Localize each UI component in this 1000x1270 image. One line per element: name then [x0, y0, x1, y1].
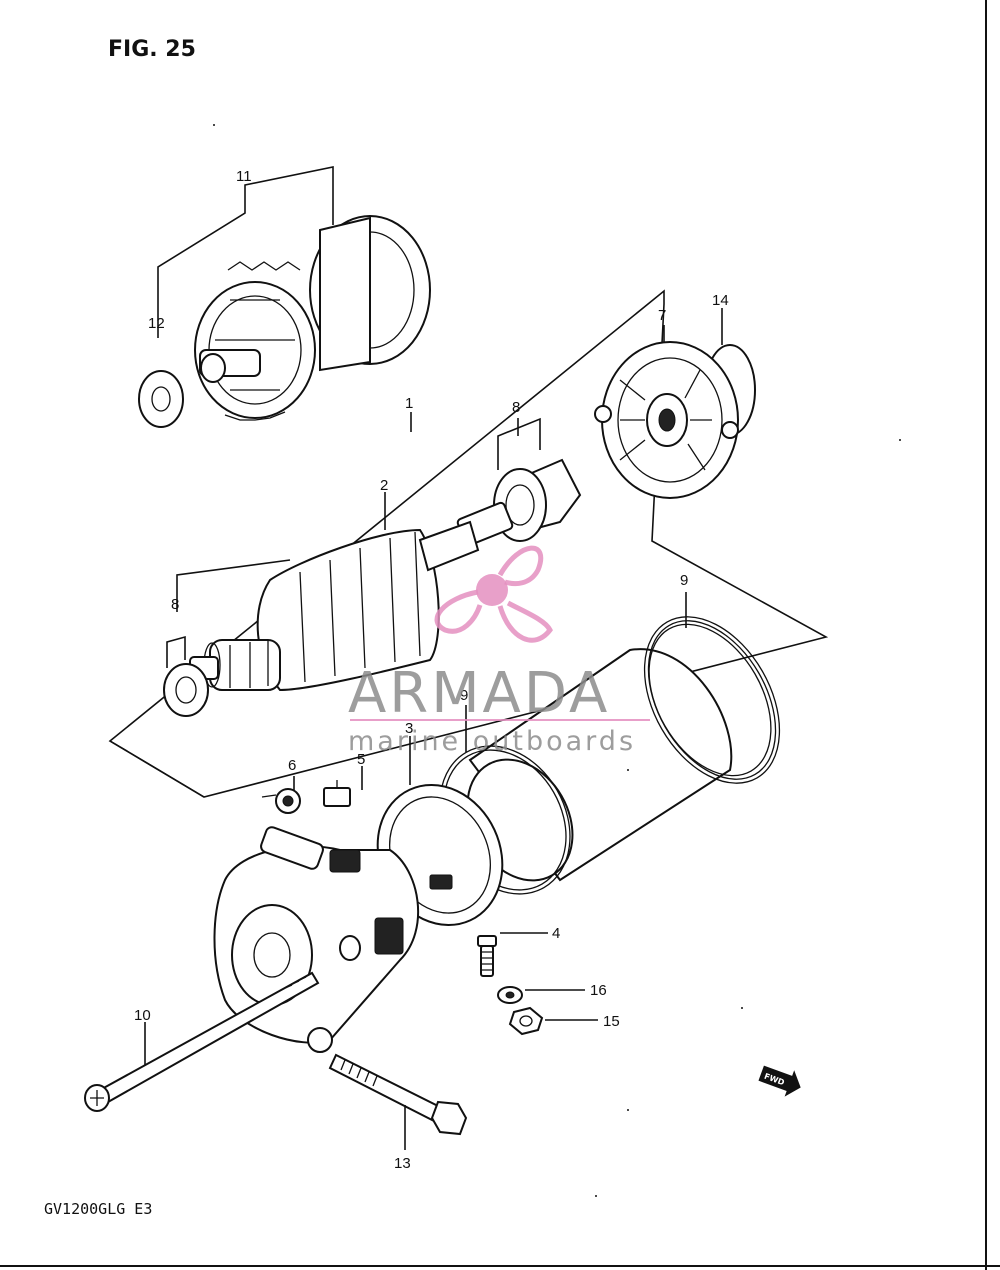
- figure-title: FIG. 25: [108, 37, 196, 62]
- callout-8-upper: 8: [512, 399, 520, 416]
- scan-dot: [899, 439, 901, 441]
- part-rear-housing: [213, 826, 420, 1053]
- watermark-brand: ARMADA: [348, 661, 610, 726]
- scan-dot: [627, 1109, 629, 1111]
- propeller-logo-icon: [434, 545, 553, 643]
- callout-13: 13: [394, 1155, 411, 1172]
- callout-15: 15: [603, 1013, 620, 1030]
- envelope-edge: [109, 740, 205, 798]
- part-2-armature: [189, 520, 480, 692]
- callout-10: 10: [134, 1007, 151, 1024]
- part-5-brush: [323, 780, 351, 807]
- scan-dot: [741, 1007, 743, 1009]
- part-yoke-housing: [466, 623, 772, 882]
- watermark-tagline: marine outboards: [348, 726, 636, 757]
- part-16-washer: [497, 986, 523, 1004]
- callout-16: 16: [590, 982, 607, 999]
- watermark: ARMADA marine outboards: [348, 545, 650, 757]
- part-10-through-bolt: [84, 971, 320, 1112]
- leader-8-lower: [166, 635, 186, 668]
- part-6-spring: [261, 788, 301, 814]
- part-4-terminal-bolt: [477, 935, 497, 977]
- leader-8-upper: [497, 417, 541, 470]
- callout-12: 12: [148, 315, 165, 332]
- callout-9-right: 9: [680, 572, 688, 589]
- leader-12-11: [157, 200, 246, 338]
- callout-14: 14: [712, 292, 729, 309]
- scan-dot: [595, 1195, 597, 1197]
- callout-11: 11: [236, 168, 252, 185]
- forward-arrow-icon: [758, 1065, 801, 1097]
- scan-dot: [627, 769, 629, 771]
- callout-1: 1: [405, 395, 413, 412]
- callout-9-left: 9: [460, 687, 468, 704]
- callout-4: 4: [552, 925, 560, 942]
- callout-7: 7: [658, 307, 666, 324]
- leader-8-lower-top: [176, 559, 291, 612]
- leader-11: [244, 166, 334, 225]
- scan-dot: [213, 124, 215, 126]
- callout-3: 3: [405, 720, 413, 737]
- callout-8-lower: 8: [171, 596, 179, 613]
- part-8-bushing-upper: [456, 458, 582, 547]
- part-11-drive-gear: [194, 215, 431, 421]
- part-15-nut: [508, 1006, 544, 1036]
- model-code: GV1200GLG E3: [44, 1200, 152, 1218]
- part-7-end-cover: [594, 341, 756, 499]
- fwd-marker: FWD: [758, 1065, 801, 1097]
- part-8-bushing-lower: [163, 663, 209, 717]
- part-9-o-ring-right: [643, 616, 781, 784]
- callout-2: 2: [380, 477, 388, 494]
- callout-5: 5: [357, 751, 365, 768]
- part-13-bolt: [328, 1053, 468, 1136]
- callout-6: 6: [288, 757, 296, 774]
- part-12-washer: [138, 370, 184, 428]
